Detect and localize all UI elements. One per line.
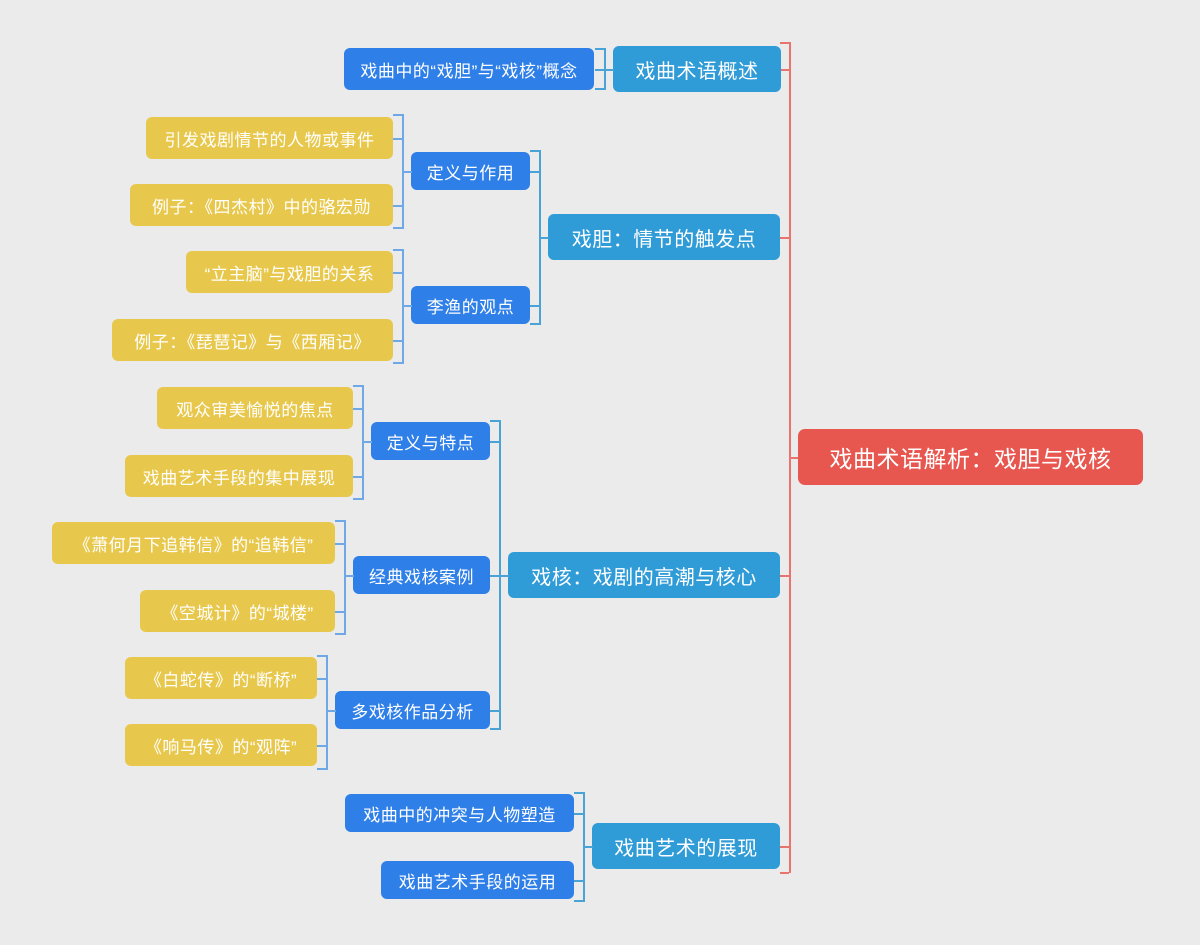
node-baishezhuan-duanqiao[interactable]: 《白蛇传》的“断桥” — [125, 657, 317, 699]
node-liyu-viewpoint[interactable]: 李渔的观点 — [411, 286, 530, 324]
node-kongchengji-chenglou[interactable]: 《空城计》的“城楼” — [140, 590, 335, 632]
node-definition-and-features[interactable]: 定义与特点 — [371, 422, 490, 460]
node-conflict-and-characterization[interactable]: 戏曲中的冲突与人物塑造 — [345, 794, 574, 832]
branch-node-xihe[interactable]: 戏核：戏剧的高潮与核心 — [508, 552, 780, 598]
node-xiaohe-chase-hanxin[interactable]: 《萧何月下追韩信》的“追韩信” — [52, 522, 335, 564]
node-lizhunao-relation[interactable]: “立主脑”与戏胆的关系 — [186, 251, 393, 293]
node-audience-aesthetic-focus[interactable]: 观众审美愉悦的焦点 — [157, 387, 353, 429]
node-xiangmazhuan-guanzhen[interactable]: 《响马传》的“观阵” — [125, 724, 317, 766]
branch-node-art-presentation[interactable]: 戏曲艺术的展现 — [592, 823, 780, 869]
root-node[interactable]: 戏曲术语解析：戏胆与戏核 — [798, 429, 1143, 485]
branch-node-xidan[interactable]: 戏胆：情节的触发点 — [548, 214, 780, 260]
node-trigger-character-or-event[interactable]: 引发戏剧情节的人物或事件 — [146, 117, 393, 159]
node-example-pipaji-xixiangji[interactable]: 例子：《琵琶记》与《西厢记》 — [112, 319, 393, 361]
node-example-sijiecun[interactable]: 例子：《四杰村》中的骆宏勋 — [130, 184, 393, 226]
node-multi-xihe-analysis[interactable]: 多戏核作品分析 — [335, 691, 490, 729]
branch-node-overview[interactable]: 戏曲术语概述 — [613, 46, 781, 92]
node-art-means-concentrated[interactable]: 戏曲艺术手段的集中展现 — [125, 455, 353, 497]
node-concept-of-xidan-xihe[interactable]: 戏曲中的“戏胆”与“戏核”概念 — [344, 48, 594, 90]
node-use-of-art-means[interactable]: 戏曲艺术手段的运用 — [381, 861, 574, 899]
node-definition-and-role[interactable]: 定义与作用 — [411, 152, 530, 190]
node-classic-xihe-cases[interactable]: 经典戏核案例 — [353, 556, 490, 594]
